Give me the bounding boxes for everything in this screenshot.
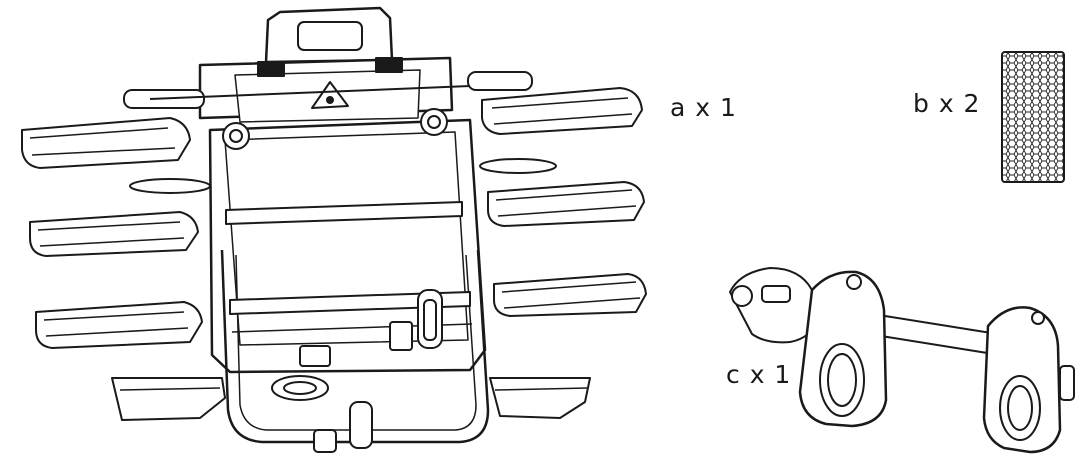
frame-holder-part-c bbox=[729, 267, 1075, 454]
wheel-tray-left-middle bbox=[29, 211, 199, 257]
part-a-quantity-label: a x 1 bbox=[670, 93, 737, 122]
wheel-tray-right-bottom bbox=[493, 273, 647, 317]
part-c-quantity-label: c x 1 bbox=[726, 360, 792, 389]
wheel-tray-right-middle bbox=[487, 181, 645, 227]
part-b-quantity-label: b x 2 bbox=[913, 89, 981, 118]
bike-carrier-part-a bbox=[21, 6, 647, 453]
pad-part-b bbox=[1001, 51, 1065, 183]
wheel-tray-right-top bbox=[481, 87, 643, 135]
wheel-tray-left-top bbox=[21, 117, 191, 169]
wheel-tray-left-bottom bbox=[35, 301, 203, 349]
